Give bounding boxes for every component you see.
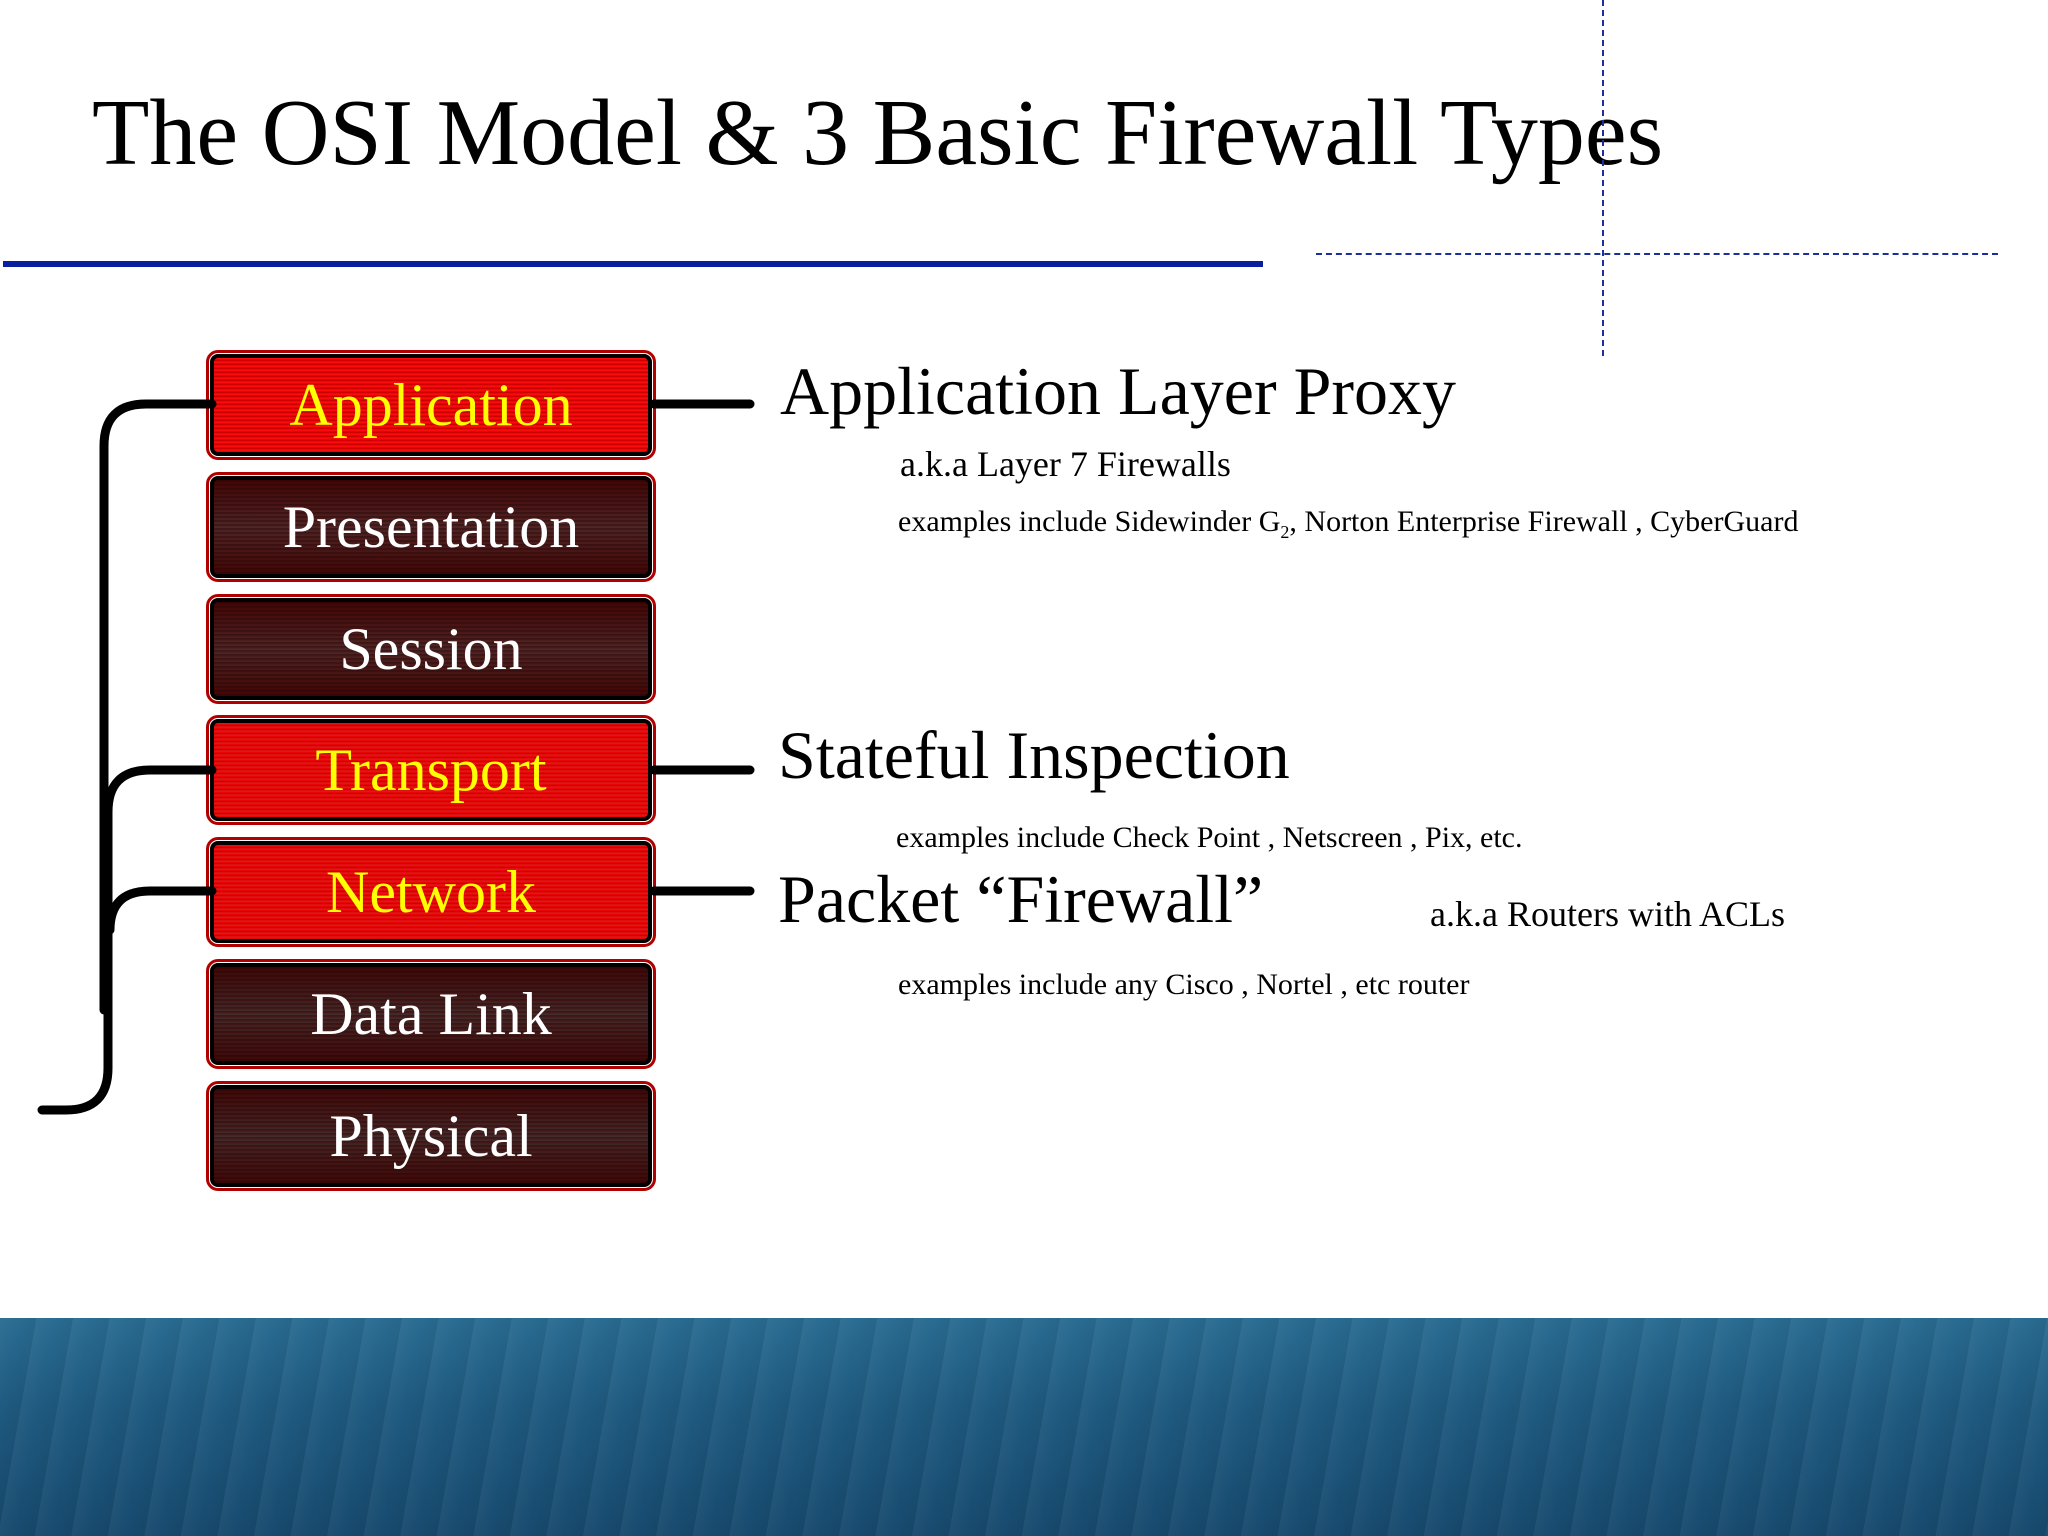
layer-network: Network <box>206 837 656 947</box>
packet-aka: a.k.a Routers with ACLs <box>1430 894 1785 934</box>
layer-label: Presentation <box>282 493 580 560</box>
layer-label: Network <box>326 858 536 925</box>
packet-examples: examples include any Cisco , Nortel , et… <box>898 968 1470 1001</box>
stateful-examples: examples include Check Point , Netscreen… <box>896 821 1523 854</box>
layer-label: Application <box>289 371 573 438</box>
bracket-transport <box>37 765 217 1115</box>
layer-physical: Physical <box>206 1081 656 1191</box>
layer-label: Transport <box>315 736 547 803</box>
layer-application: Application <box>206 350 656 460</box>
examples-subscript: 2 <box>1280 522 1290 542</box>
vertical-dotted-rule <box>1602 0 1604 356</box>
dotted-rule <box>1316 253 1998 255</box>
app-proxy-examples: examples include Sidewinder G2, Norton E… <box>898 504 1798 550</box>
examples-rest: , Norton Enterprise Firewall , CyberGuar… <box>1289 505 1799 538</box>
app-proxy-heading: Application Layer Proxy <box>780 353 1457 429</box>
app-proxy-aka: a.k.a Layer 7 Firewalls <box>900 444 1231 484</box>
footer-band <box>0 1318 2048 1536</box>
packet-heading: Packet “Firewall” <box>778 861 1264 937</box>
bracket-network <box>105 886 217 935</box>
layer-transport: Transport <box>206 715 656 825</box>
layer-presentation: Presentation <box>206 472 656 582</box>
layer-session: Session <box>206 594 656 704</box>
layer-data-link: Data Link <box>206 959 656 1069</box>
title-underline <box>3 261 1263 267</box>
layer-label: Physical <box>329 1102 533 1169</box>
layer-label: Data Link <box>310 980 552 1047</box>
slide-title: The OSI Model & 3 Basic Firewall Types <box>92 81 1664 185</box>
layer-label: Session <box>339 615 523 682</box>
bracket-main <box>99 399 217 1015</box>
examples-prefix: examples include Sidewinder G <box>898 505 1281 538</box>
stateful-heading: Stateful Inspection <box>778 717 1290 793</box>
